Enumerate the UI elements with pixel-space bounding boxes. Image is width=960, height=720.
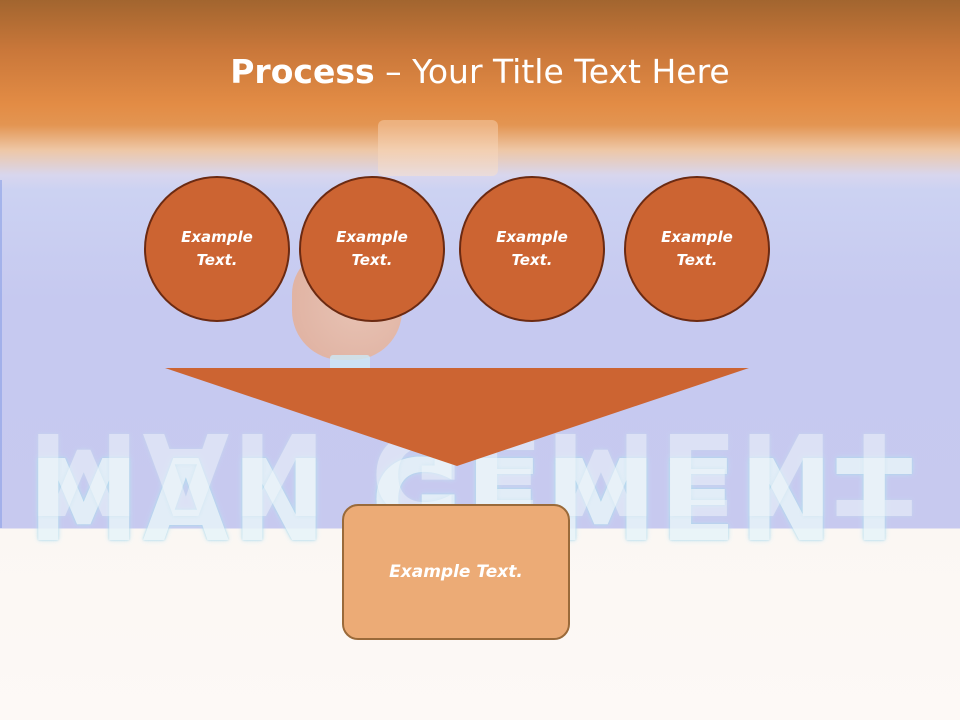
divider	[0, 180, 2, 528]
slide-title[interactable]: Process – Your Title Text Here	[0, 52, 960, 91]
process-circle-3[interactable]: Example Text.	[459, 176, 605, 322]
circle-label: Example Text.	[181, 228, 253, 269]
circle-label: Example Text.	[496, 228, 568, 269]
process-circle-4[interactable]: Example Text.	[624, 176, 770, 322]
process-circle-1[interactable]: Example Text.	[144, 176, 290, 322]
funnel-arrow[interactable]	[165, 368, 749, 466]
title-rest: – Your Title Text Here	[374, 52, 730, 91]
hand-image	[378, 120, 498, 176]
title-bold: Process	[230, 52, 375, 91]
circle-label: Example Text.	[336, 228, 408, 269]
result-label: Example Text.	[389, 562, 523, 582]
circle-label: Example Text.	[661, 228, 733, 269]
result-box[interactable]: Example Text.	[342, 504, 570, 640]
process-circle-2[interactable]: Example Text.	[299, 176, 445, 322]
